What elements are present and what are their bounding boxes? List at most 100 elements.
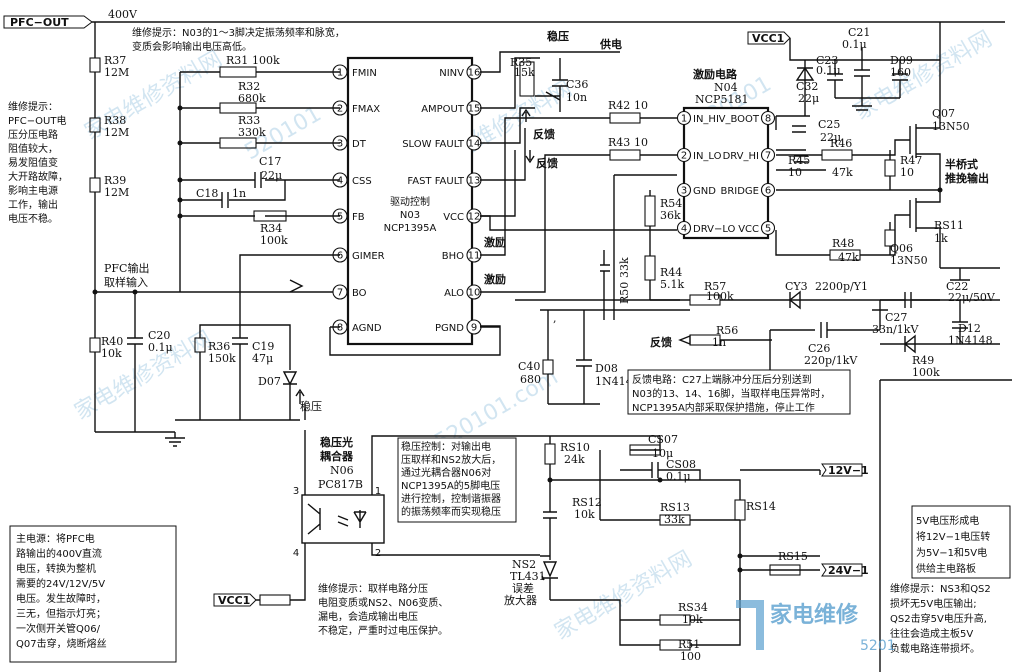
r57-ref: R56 (716, 324, 738, 337)
n03-pin-label: SLOW FAULT (402, 139, 465, 150)
r36-ref: R36 (208, 340, 230, 353)
note-main-power-text: 主电源：将PFC电 路输出的400V直流 电压，转换为整机 需要的24V/12V… (16, 532, 109, 650)
resistor-r43 (609, 149, 641, 161)
note-left: 维修提示：PFC−OUT电压分压电路 阻值较大，易发阻值变大开路故障， 影响主电… (8, 100, 68, 225)
diode-d07 (282, 371, 298, 386)
comma-mark: , (553, 312, 557, 325)
n03-pin-label: GIMER (352, 251, 385, 262)
c22-value: 0.1μ (842, 38, 867, 51)
n03-pin-number: 7 (337, 288, 343, 299)
cy3-ref: C26 (808, 342, 830, 355)
fankui-label-2: 反馈 (536, 156, 558, 170)
c27-value: 1N4148 (948, 334, 993, 347)
n03-pin-number: 3 (337, 139, 343, 150)
r38-value: 12M (104, 126, 129, 139)
v24-label: 24V−1 (828, 564, 869, 577)
vcc1-bottom-label: VCC1 (218, 594, 250, 607)
rs15-ref: RS34 (678, 601, 708, 614)
ns2-ref: NS2 (512, 558, 536, 571)
resistor-r38 (89, 117, 101, 133)
resistor-r48 (884, 229, 896, 247)
logo-text: 家电维修 (770, 602, 859, 628)
cs08-ref: RS12 (572, 496, 602, 509)
n03-pin-label: DT (352, 139, 367, 150)
n03-pin-label: FMIN (352, 68, 377, 79)
c36-value: 10n (566, 91, 587, 104)
note-main-power-box (9, 525, 177, 663)
watermark-layer: 家电维修资料网 520101 家电维修资料网 520101 家电维修资料网 52… (71, 27, 997, 646)
n03-pin-number: 5 (337, 212, 343, 223)
ns2-desc-1: 误差 (512, 581, 534, 595)
resistor-r34 (253, 210, 287, 222)
opto-pin-3: 3 (293, 486, 299, 497)
r35-value: 15k (514, 66, 535, 79)
resistor-rs14 (769, 564, 801, 576)
n04-pin-6-circle (760, 182, 776, 198)
r46-value: 10 (900, 166, 914, 179)
c26-value: 33n/1kV (872, 323, 919, 336)
r48-ref: Q06 (890, 242, 913, 255)
n03-label-1: 驱动控制 (390, 195, 430, 208)
r43-value: 10 (634, 136, 648, 149)
r40-ref: R40 (101, 335, 123, 348)
watermark: 家电维修资料网 (551, 547, 697, 646)
capacitor-c18 (221, 192, 229, 208)
rs11-value: 24k (564, 453, 585, 466)
resistor-r46 (884, 159, 896, 177)
n04-pin-label: DRV_HI (723, 151, 759, 162)
r46-ref: R47 (900, 154, 922, 167)
cy3-value: 220p/1kV (804, 354, 858, 367)
n04-pin-1-circle (676, 110, 692, 126)
regulation-section: 稳压光 耦合器 N06 PC817B 3 1 4 2 VCC1 稳压控制：对输出… (213, 433, 869, 663)
r42-value: 10 (634, 99, 648, 112)
opto-pin-2: 2 (375, 548, 381, 559)
n03-pin-number: 12 (468, 212, 481, 223)
n04-pin-number: 6 (765, 186, 771, 197)
rs15-value: 10k (682, 613, 703, 626)
c27-ref: D12 (958, 322, 981, 335)
mosfet-q07 (909, 190, 941, 268)
pfc-out-label: PFC−OUT (10, 16, 69, 29)
r32-value: 680k (238, 92, 266, 105)
n04-pin-number: 5 (765, 224, 771, 235)
v12-label: 12V−1 (828, 464, 869, 477)
rs34-value: 100 (680, 650, 701, 663)
r31-ref: R31 (226, 54, 248, 67)
c25-ref: R45 (788, 154, 810, 167)
vcc1-top-label: VCC1 (752, 32, 784, 45)
logo-url: 5201 (860, 638, 896, 654)
opto-pin-1: 1 (375, 486, 381, 497)
c18-value: 1n (232, 187, 246, 200)
c32-ref: C25 (818, 118, 840, 131)
r50-value: 100k (706, 290, 734, 303)
n04-pin-number: 7 (765, 151, 771, 162)
fankui-label-3: 反馈 (650, 335, 672, 349)
d12-value: 100k (912, 366, 940, 379)
resistor-rs10 (629, 444, 661, 456)
c19-ref: C19 (252, 340, 274, 353)
r54-ref: R54 (660, 197, 682, 210)
n04-pin-label: V_BOOT (719, 114, 760, 125)
supply-top: VCC1 C32 22μ C23 0.1μ C21 0.1μ D09 160 C… (747, 22, 989, 268)
pfc-out-flag (3, 15, 93, 29)
n04-pin-number: 2 (681, 151, 687, 162)
r33-ref: R33 (238, 114, 260, 127)
v12-flag (821, 463, 863, 477)
d07-ref: D07 (258, 375, 281, 388)
n03-pin-number: 11 (468, 251, 481, 262)
d08-ref: CY3 (785, 280, 808, 293)
n03-pin-label: ALO (444, 288, 464, 299)
r45-ref: R46 (830, 137, 852, 150)
n03-label-3: NCP1395A (384, 223, 437, 234)
note-5v-text: 5V电压形成电 将12V−1电压转 为5V−1和5V电 供给主电路板 (916, 514, 994, 575)
r34-value: 100k (260, 234, 288, 247)
c17-value: 22μ (261, 169, 282, 182)
note-main-power: 主电源：将PFC电 路输出的400V直流 电压，转换为整机 需要的24V/12V… (9, 525, 177, 663)
c18-ref: C18 (196, 187, 218, 200)
n04-pin-label: GND (693, 186, 716, 197)
c17-ref: C17 (259, 155, 281, 168)
r49-value: 22μ/50V (948, 291, 996, 304)
jili-label-1: 激励 (484, 235, 506, 249)
